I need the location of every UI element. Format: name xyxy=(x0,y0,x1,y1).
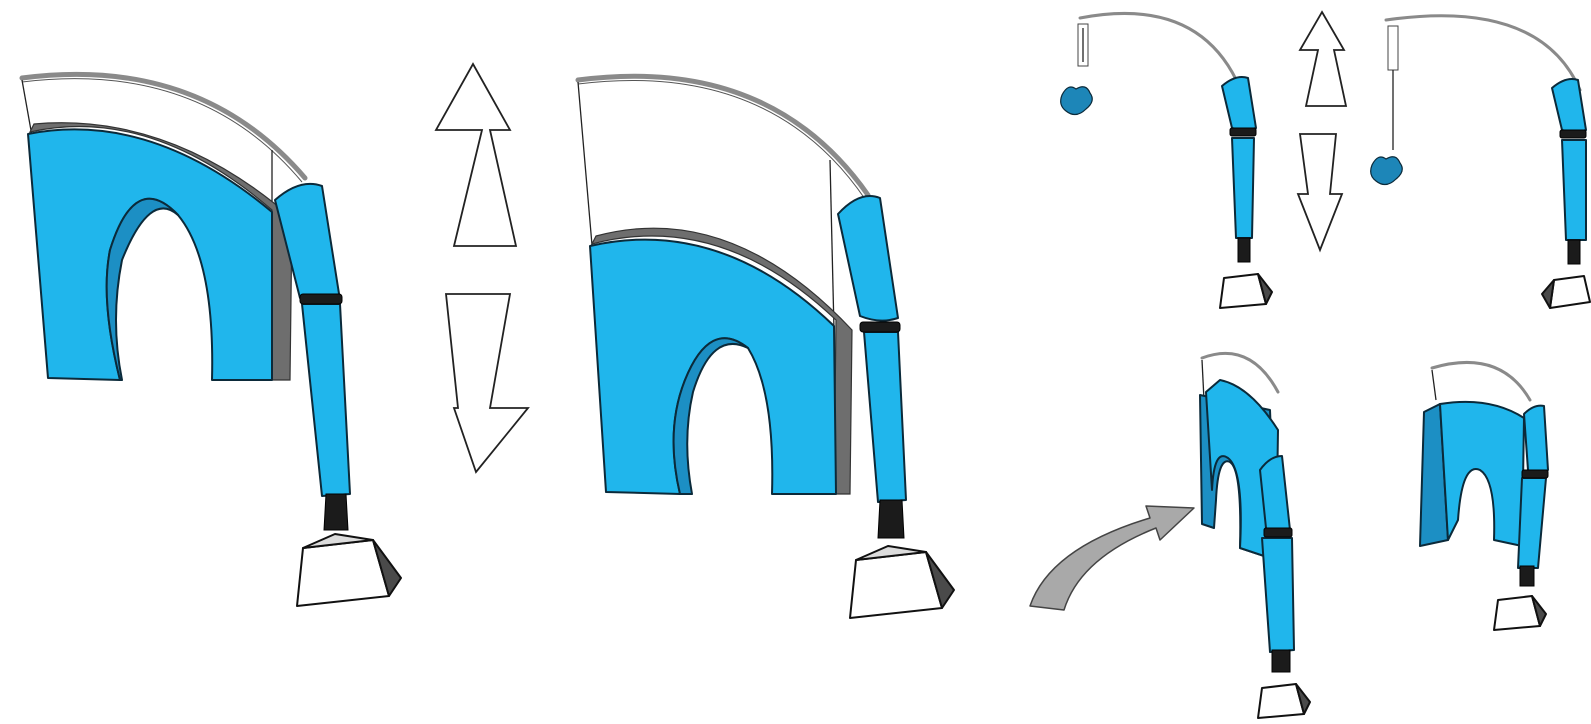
small-view-weight-lowered xyxy=(1060,11,1273,309)
large-view-arch-raised xyxy=(575,73,955,619)
paw-weight xyxy=(1060,86,1093,116)
large-view-arch-lowered xyxy=(19,71,402,607)
paw-weight xyxy=(1370,156,1403,186)
curved-rotate-arrow-icon xyxy=(1029,505,1195,611)
down-arrow-icon xyxy=(1296,133,1344,253)
small-view-arch-angled xyxy=(1199,351,1311,719)
up-arrow-icon xyxy=(1298,10,1348,107)
up-arrow-icon xyxy=(434,62,518,247)
small-view-arch-folded xyxy=(1419,361,1549,631)
down-arrow-icon xyxy=(445,293,530,474)
small-view-weight-raised xyxy=(1370,14,1591,309)
